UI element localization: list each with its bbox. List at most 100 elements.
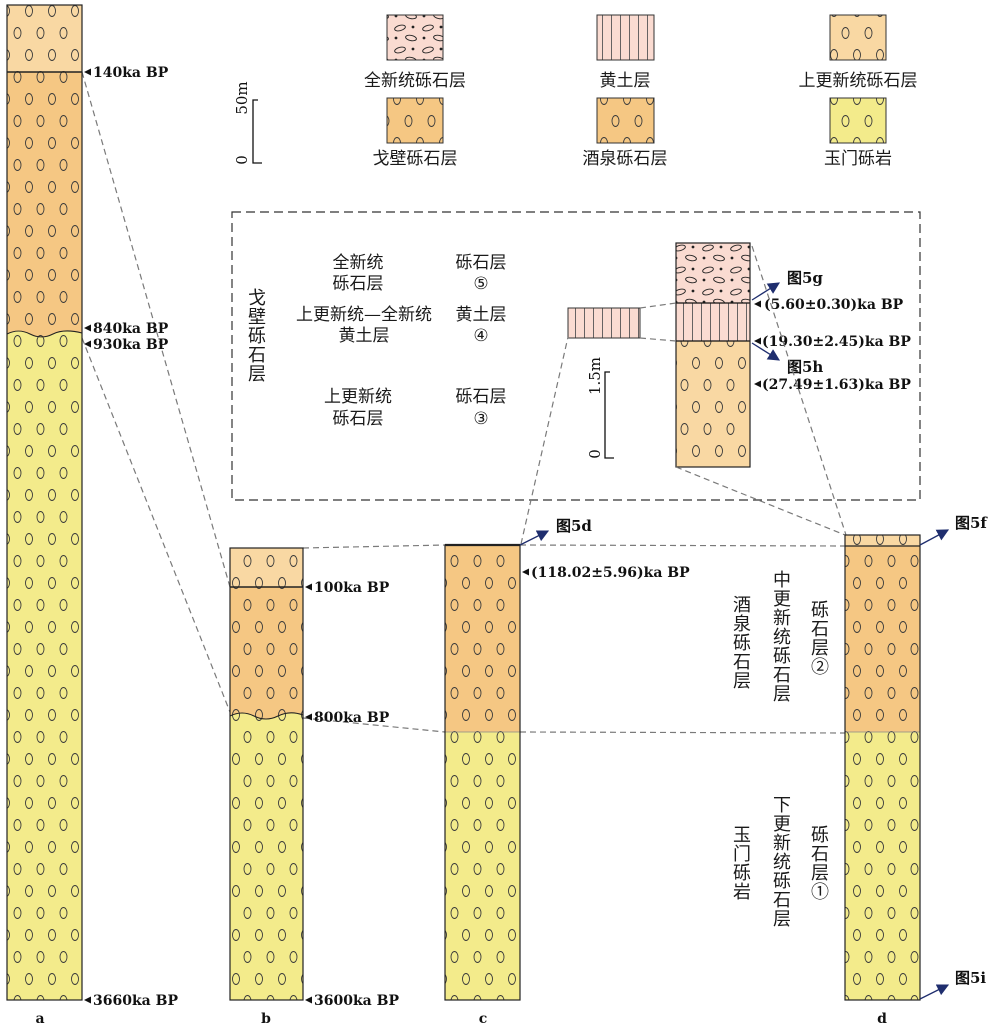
figure-ref-label-5i: 图5i	[955, 969, 986, 987]
inset-row2-stratum-line1: 上更新统—全新统	[296, 305, 432, 325]
inset-scale-bar	[604, 371, 614, 459]
inset-row3-layer-line1: 砾石层	[456, 387, 507, 407]
column-b-yumen-conglomerate	[230, 712, 303, 1000]
column-b-upper-pleistocene-gravel	[230, 548, 303, 587]
jiuquan-formation-label: 酒泉砾石层	[730, 595, 751, 690]
inset-age-label-2: (19.30±2.45)ka BP	[762, 334, 911, 350]
inset-row3-stratum-line2: 砾石层	[333, 409, 384, 429]
lower-pleistocene-stratum-label: 下更新统砾石层	[770, 795, 791, 928]
column-b-age-marker-2	[305, 713, 312, 721]
inset-detail: 全新统 砾石层 砾石层 ⑤ 上更新统—全新统 黄土层 黄土层 ④ 上更新统 砾石…	[231, 211, 921, 501]
column-c-age-marker-1	[522, 568, 529, 576]
middle-pleistocene-stratum-label: 中更新统砾石层	[770, 570, 791, 703]
column-a-upper-pleistocene-gravel	[7, 5, 82, 72]
legend-label-loess: 黄土层	[600, 71, 651, 91]
inset-frame	[231, 211, 921, 501]
column-b-age-marker-3	[305, 996, 312, 1004]
legend-label-holocene-gravel: 全新统砾石层	[364, 71, 466, 91]
column-d: 图5f 图5i d	[844, 514, 988, 1027]
legend-swatch-jiuquan-gravel	[596, 97, 655, 144]
figure-ref-arrow-5d	[519, 530, 550, 546]
column-a-age-marker-3	[84, 340, 91, 348]
column-b-label: b	[261, 1011, 271, 1027]
gravel-layer-1-label: 砾石层①	[808, 825, 829, 901]
column-c-age-label-1: (118.02±5.96)ka BP	[531, 565, 690, 581]
inset-row1-stratum-line2: 砾石层	[333, 274, 384, 294]
inset-row3-layer-number: ③	[473, 409, 488, 429]
legend-label-yumen-conglomerate: 玉门砾岩	[824, 149, 892, 169]
gravel-layer-2-label: 砾石层②	[808, 600, 829, 676]
inset-row2-layer-number: ④	[473, 326, 488, 346]
legend-swatch-yumen-conglomerate	[829, 97, 887, 144]
legend-label-gobi-gravel: 戈壁砾石层	[373, 149, 458, 169]
correlation-line-inset-d-left	[675, 466, 846, 536]
correlation-line-a-b-lower	[81, 337, 231, 713]
column-a-age-marker-1	[84, 68, 91, 76]
column-b-age-label-1: 100ka BP	[314, 580, 390, 596]
inset-scale-length-label: 1.5m	[586, 357, 604, 395]
column-a-gobi-gravel	[7, 72, 82, 342]
inset-scale-zero-label: 0	[586, 449, 604, 459]
column-b-age-label-3: 3600ka BP	[314, 993, 399, 1009]
column-b-age-marker-1	[305, 583, 312, 591]
column-d-jiuquan-gravel	[845, 546, 920, 732]
column-b-gobi-gravel	[230, 587, 303, 722]
column-a-outline	[6, 4, 83, 1001]
correlation-line-c-d-top	[519, 544, 846, 547]
yumen-formation-label: 玉门砾岩	[730, 825, 751, 901]
correlation-line-b-c-top	[302, 544, 446, 549]
column-a: 140ka BP 840ka BP 930ka BP 3660ka BP a	[6, 4, 178, 1027]
column-a-age-label-3: 930ka BP	[93, 337, 169, 353]
legend: 全新统砾石层 黄土层 上更新统砾石层 戈壁砾石层 酒泉砾石层 玉门砾岩 50m …	[233, 14, 918, 169]
inset-age-label-1: (5.60±0.30)ka BP	[764, 297, 904, 313]
figure-ref-label-5d: 图5d	[556, 517, 592, 535]
column-a-age-label-4: 3660ka BP	[93, 993, 178, 1009]
inset-column-upper-pleistocene-gravel	[676, 341, 750, 467]
scale-bar-zero-label: 0	[233, 155, 251, 165]
figure-ref-arrow-5g	[751, 282, 781, 301]
column-a-age-label-1: 140ka BP	[93, 65, 169, 81]
legend-label-upper-pleistocene-gravel: 上更新统砾石层	[799, 71, 918, 91]
legend-swatch-upper-pleistocene-gravel	[829, 14, 887, 61]
column-b-unconformity	[229, 712, 304, 720]
scale-bar-50m	[252, 99, 262, 164]
figure-ref-label-5f: 图5f	[955, 514, 988, 532]
inset-formation-label: 戈壁砾石层	[245, 288, 266, 383]
correlation-line-block-column-top	[639, 302, 677, 309]
inset-row2-stratum-line2: 黄土层	[339, 326, 390, 346]
column-c-jiuquan-gravel	[445, 545, 520, 732]
figure-ref-label-5g: 图5g	[787, 269, 823, 287]
correlation-line-c-d-lower	[519, 731, 846, 734]
inset-column-outline	[675, 242, 751, 468]
column-b-age-label-2: 800ka BP	[314, 710, 390, 726]
inset-loess-block	[567, 307, 641, 339]
correlation-line-block-column-bottom	[639, 337, 677, 342]
inset-row1-layer-line1: 砾石层	[456, 253, 507, 273]
inset-row1-layer-number: ⑤	[473, 274, 488, 294]
column-a-age-marker-2	[84, 324, 91, 332]
inset-age-marker-1	[754, 300, 761, 308]
inset-row3-stratum-line1: 上更新统	[324, 387, 392, 407]
column-b-outline	[229, 547, 304, 1001]
inset-row1-stratum-line1: 全新统	[333, 253, 384, 273]
correlation-line-inset-d-right	[751, 245, 847, 536]
inset-age-marker-2	[754, 337, 761, 345]
legend-swatch-gobi-gravel	[386, 97, 444, 144]
column-c: (118.02±5.96)ka BP 图5d c	[444, 517, 690, 1027]
figure-ref-arrow-5f	[919, 529, 950, 546]
inset-column-loess	[676, 303, 750, 341]
column-b: 100ka BP 800ka BP 3600ka BP b	[229, 547, 399, 1027]
scale-bar-length-label: 50m	[233, 81, 251, 114]
figure-ref-label-5h: 图5h	[787, 358, 823, 376]
legend-label-jiuquan-gravel: 酒泉砾石层	[583, 149, 668, 169]
column-d-yumen-conglomerate	[845, 732, 920, 1000]
column-a-age-marker-4	[84, 996, 91, 1004]
legend-swatch-holocene-gravel	[386, 14, 444, 61]
correlation-line-c-inset	[520, 336, 569, 545]
column-a-yumen-conglomerate	[7, 330, 82, 1000]
column-a-unconformity	[6, 330, 83, 338]
column-d-upper-pleistocene-gravel	[845, 535, 920, 546]
correlation-lines	[81, 71, 847, 734]
